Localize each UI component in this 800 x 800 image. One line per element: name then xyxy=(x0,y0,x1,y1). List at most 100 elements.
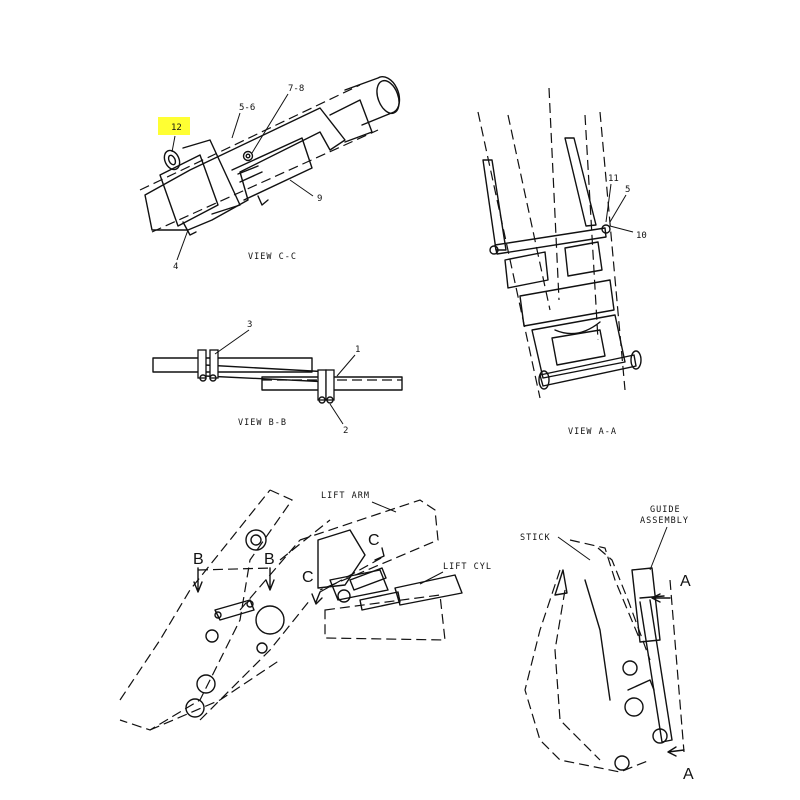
view-cc-side-plate xyxy=(231,137,313,201)
view-cc-tube-end-cap xyxy=(376,79,400,115)
leader-line xyxy=(251,93,289,154)
arm-pin xyxy=(337,589,351,603)
view-aa-lower-inner xyxy=(551,329,606,366)
view-aa-rail-right xyxy=(564,137,597,227)
loader-frame xyxy=(119,489,293,731)
stick-outline xyxy=(569,539,641,641)
view-aa-block xyxy=(504,251,549,289)
guide-assembly-bar xyxy=(639,595,665,599)
section-b-arrow xyxy=(265,567,275,591)
leader-line xyxy=(419,571,444,585)
pivot-small xyxy=(256,642,268,654)
arm-bracket xyxy=(317,529,366,589)
lift-cylinder xyxy=(394,574,463,606)
leader-line xyxy=(649,526,668,571)
bucket-rib xyxy=(584,579,611,701)
view-cc-pin xyxy=(242,150,254,162)
lift-arm-outline xyxy=(279,519,331,561)
section-marker-c-top: C xyxy=(368,532,380,549)
callout-11: 11 xyxy=(608,174,619,184)
stick-outline xyxy=(597,547,651,661)
callout-1: 1 xyxy=(355,345,360,355)
leader-line xyxy=(214,329,250,355)
label-lift-cyl: LIFT CYL xyxy=(443,562,492,572)
section-b-arrow xyxy=(193,567,203,593)
leader-line xyxy=(609,194,627,223)
view-aa-outline xyxy=(548,87,560,301)
callout-4: 4 xyxy=(173,262,178,272)
section-marker-a-top: A xyxy=(680,573,691,590)
guide-pin xyxy=(652,728,668,744)
view-aa-bolt xyxy=(601,224,611,234)
bucket-outline xyxy=(524,569,651,773)
view-bb-caption: VIEW B-B xyxy=(238,418,287,428)
lift-arm-outline xyxy=(199,599,311,721)
leader-line xyxy=(231,112,241,139)
section-marker-c-left: C xyxy=(302,569,314,586)
view-aa-pin xyxy=(539,354,637,387)
view-bb-pin-head xyxy=(318,396,326,404)
view-cc: 12 5-6 7-8 9 4 VIEW C-C xyxy=(139,76,401,272)
view-aa: 11 5 10 VIEW A-A xyxy=(477,87,647,437)
label-lift-arm: LIFT ARM xyxy=(321,491,370,501)
view-aa-curve xyxy=(554,321,601,335)
section-a-line xyxy=(669,579,685,753)
callout-3: 3 xyxy=(247,320,252,330)
label-guide: GUIDE xyxy=(650,505,681,515)
view-aa-rail-left xyxy=(482,159,507,251)
leader-line xyxy=(329,403,344,425)
callout-12-highlight xyxy=(158,117,190,135)
pivot-upper-inner xyxy=(250,534,262,546)
callout-10: 10 xyxy=(636,231,647,241)
view-bb-pin-left xyxy=(197,349,207,379)
leader-line xyxy=(171,135,176,153)
view-bb-pin-head xyxy=(199,374,207,382)
section-b-line xyxy=(197,567,273,571)
guide-pin xyxy=(622,660,638,676)
view-aa-pin-end xyxy=(630,350,642,370)
arm-clip xyxy=(329,569,389,601)
label-stick: STICK xyxy=(520,533,551,543)
bucket-tooth xyxy=(554,569,568,596)
view-aa-outline xyxy=(507,114,551,311)
section-a-arrow xyxy=(651,593,671,603)
lift-cylinder-mount xyxy=(324,594,446,641)
view-bb-pin-head xyxy=(326,396,334,404)
view-cc-caption: VIEW C-C xyxy=(248,252,297,262)
view-cc-guide-plate xyxy=(159,154,219,227)
callout-5: 5 xyxy=(625,185,630,195)
section-a-arrow xyxy=(667,746,685,757)
lift-cylinder-rod xyxy=(359,591,401,611)
view-bb-pin-right xyxy=(325,369,335,401)
view-cc-bracket xyxy=(144,107,346,231)
section-c-arrow xyxy=(311,591,323,605)
view-cc-pin-inner xyxy=(245,153,251,159)
view-aa-bolt xyxy=(489,245,499,255)
leader-line xyxy=(609,225,634,233)
view-aa-block xyxy=(564,241,603,277)
view-cc-clip xyxy=(237,165,263,183)
view-cc-bolt xyxy=(163,149,181,171)
view-aa-caption: VIEW A-A xyxy=(568,427,617,437)
guide-assembly-link xyxy=(639,599,673,743)
view-cc-tube-outline xyxy=(151,129,379,233)
view-cc-tab xyxy=(257,195,269,206)
view-bb-lower-plate xyxy=(261,376,403,391)
guide-link xyxy=(214,599,255,621)
view-cc-tube-end xyxy=(344,76,401,126)
lift-arm-outline xyxy=(299,499,439,591)
pivot-upper xyxy=(245,529,267,551)
view-aa-pin-end xyxy=(538,370,550,390)
leader-line xyxy=(289,179,314,197)
arm-clip xyxy=(349,567,387,591)
section-marker-b-left: B xyxy=(193,551,204,568)
view-aa-block xyxy=(519,279,615,327)
guide-pin xyxy=(214,611,222,619)
section-c-arrow xyxy=(374,547,385,561)
guide-pin xyxy=(614,755,630,771)
pivot-lower xyxy=(196,674,216,694)
leader-line xyxy=(336,354,356,377)
view-aa-crossbar xyxy=(494,227,607,255)
